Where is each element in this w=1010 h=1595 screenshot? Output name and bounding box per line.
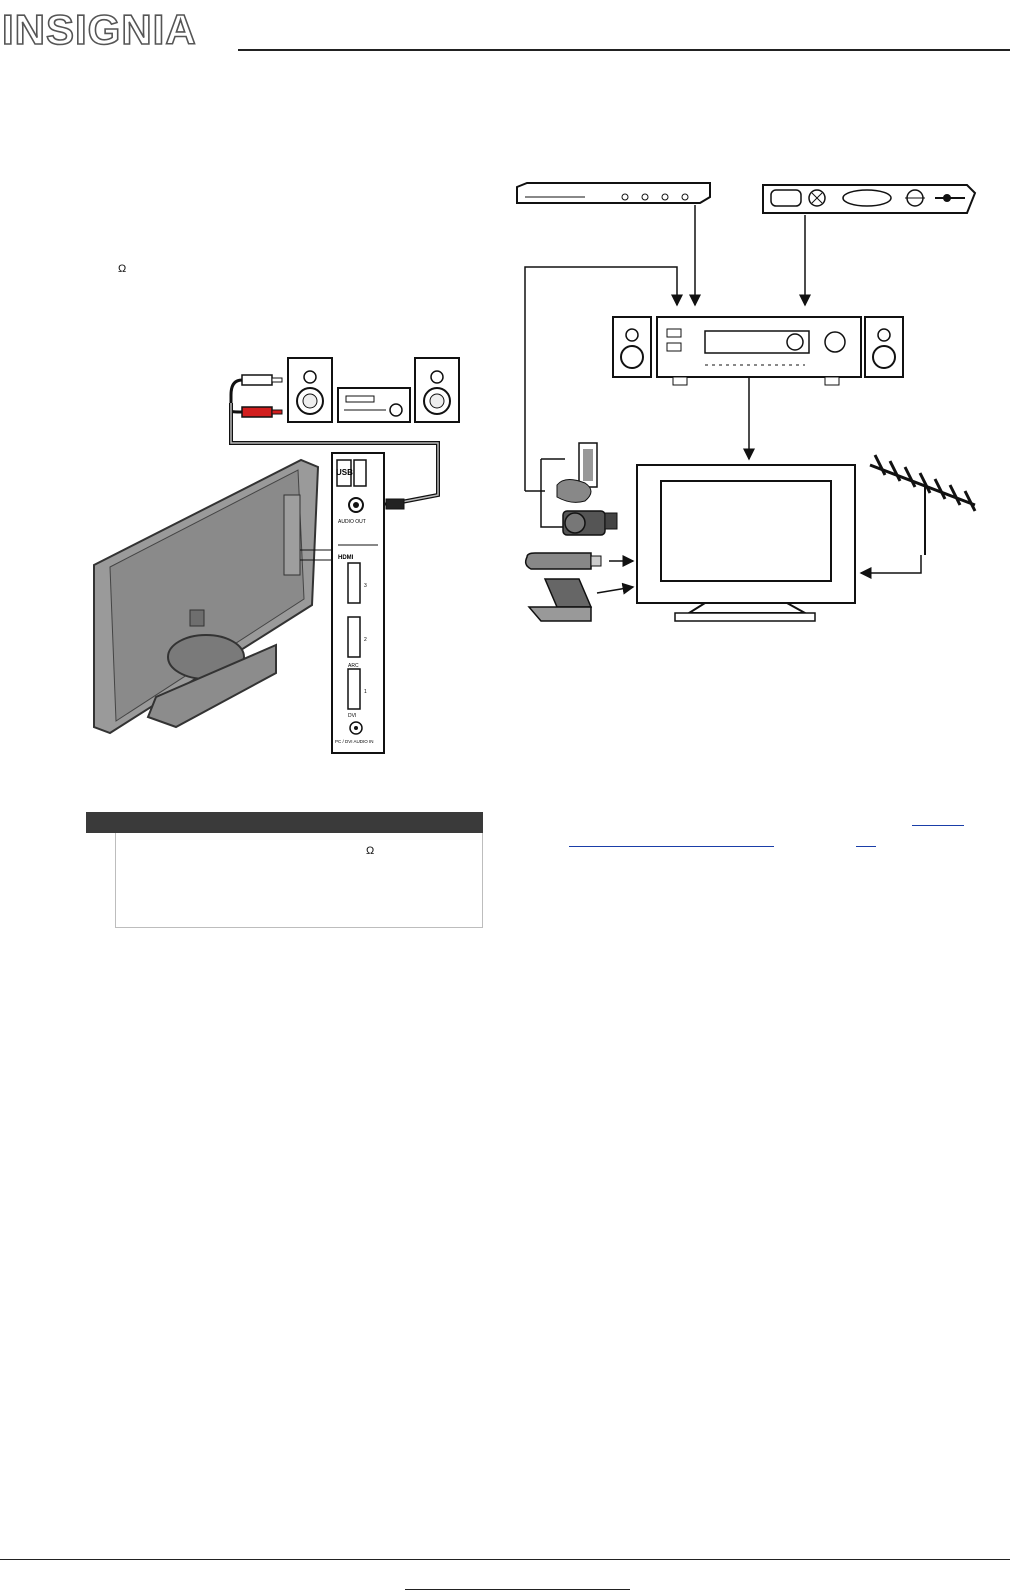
link-underline[interactable] — [856, 846, 876, 847]
right-speaker-icon — [414, 357, 460, 423]
laptop-icon — [527, 578, 593, 622]
tv-back-icon — [93, 458, 320, 735]
footer-rule — [0, 1559, 1010, 1560]
audio-out-connection-illustration: USB AUDIO OUT HDMI 3 2 ARC 1 DVI PC / DV… — [86, 355, 486, 765]
note-headphone-glyph: Ω — [366, 845, 375, 857]
headphone-glyph: Ω — [118, 263, 127, 275]
left-speaker-icon — [287, 357, 333, 423]
arc-label: ARC — [348, 663, 359, 669]
hdmi-port-1-label: 1 — [364, 689, 367, 695]
pc-dvi-audio-in-label: PC / DVI AUDIO IN — [335, 739, 374, 744]
left-speaker-icon — [612, 316, 652, 378]
header-rule — [238, 49, 1010, 51]
insignia-logo: INSIGNIA — [0, 5, 232, 54]
tv-icon — [636, 464, 856, 622]
rca-plug-red-icon — [241, 406, 283, 418]
receiver-icon — [337, 387, 411, 423]
right-speaker-icon — [864, 316, 904, 378]
set-top-box-icon — [762, 184, 977, 214]
antenna-icon — [869, 454, 977, 555]
usb-drive-icon — [524, 552, 602, 570]
home-theater-diagram — [505, 175, 1010, 635]
hdmi-port-2-label: 2 — [364, 637, 367, 643]
note-box: Ω — [86, 812, 483, 929]
footer-underline — [405, 1589, 630, 1590]
dvd-player-icon — [516, 182, 711, 204]
rca-plug-white-icon — [241, 374, 283, 386]
link-underline[interactable] — [912, 825, 964, 826]
note-body: Ω — [115, 833, 483, 928]
note-header — [86, 812, 483, 833]
tv-port-panel: USB AUDIO OUT HDMI 3 2 ARC 1 DVI PC / DV… — [331, 452, 385, 754]
hdmi-port-3-label: 3 — [364, 583, 367, 589]
audio-out-port-label: AUDIO OUT — [338, 519, 366, 525]
dvi-label: DVI — [348, 713, 356, 719]
game-console-icon — [556, 442, 598, 503]
hdmi-label: HDMI — [338, 555, 354, 561]
camcorder-icon — [562, 510, 618, 536]
brand-wordmark: INSIGNIA — [2, 6, 197, 52]
link-underline[interactable] — [569, 846, 774, 847]
usb-port-label: USB — [336, 468, 353, 477]
av-receiver-icon — [656, 316, 862, 386]
